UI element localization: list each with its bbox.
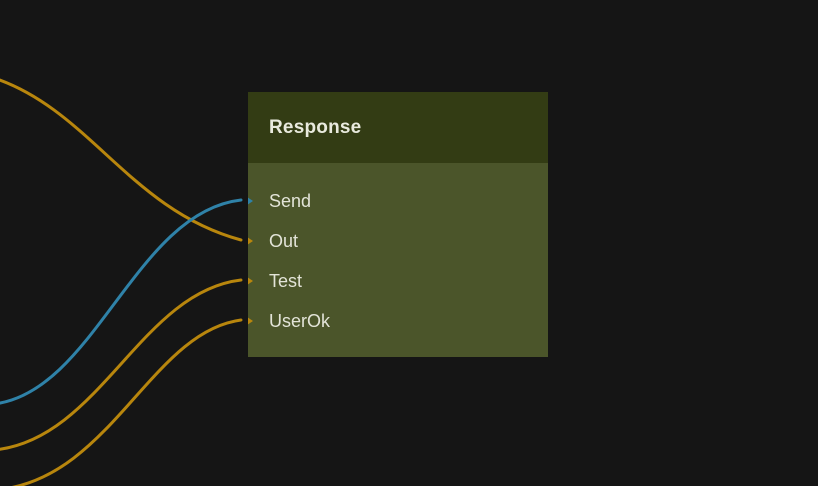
edge-path-userok [11,318,243,486]
port-arrow-icon-send[interactable] [248,193,253,209]
port-label-test: Test [269,271,303,291]
edge-path-test [0,278,243,451]
node-response[interactable]: Response Send Out Test UserOk [248,92,548,357]
edge-path-send [0,198,243,405]
port-arrow-icon-out[interactable] [248,233,253,249]
edge-path-out [0,78,243,242]
port-row-send[interactable]: Send [248,191,548,211]
port-row-userok[interactable]: UserOk [248,311,548,331]
node-body: Send Out Test UserOk [248,163,548,357]
port-label-out: Out [269,231,299,251]
edge-to-out [0,78,243,242]
port-row-test[interactable]: Test [248,271,548,291]
port-arrow-icon-userok[interactable] [248,313,253,329]
edge-to-send [0,198,243,405]
edge-to-test [0,278,243,451]
edge-to-userok [11,318,243,486]
port-arrow-icon-test[interactable] [248,273,253,289]
port-row-out[interactable]: Out [248,231,548,251]
port-label-userok: UserOk [269,311,331,331]
node-header[interactable]: Response [248,92,548,163]
node-title: Response [269,117,362,138]
port-label-send: Send [269,191,312,211]
